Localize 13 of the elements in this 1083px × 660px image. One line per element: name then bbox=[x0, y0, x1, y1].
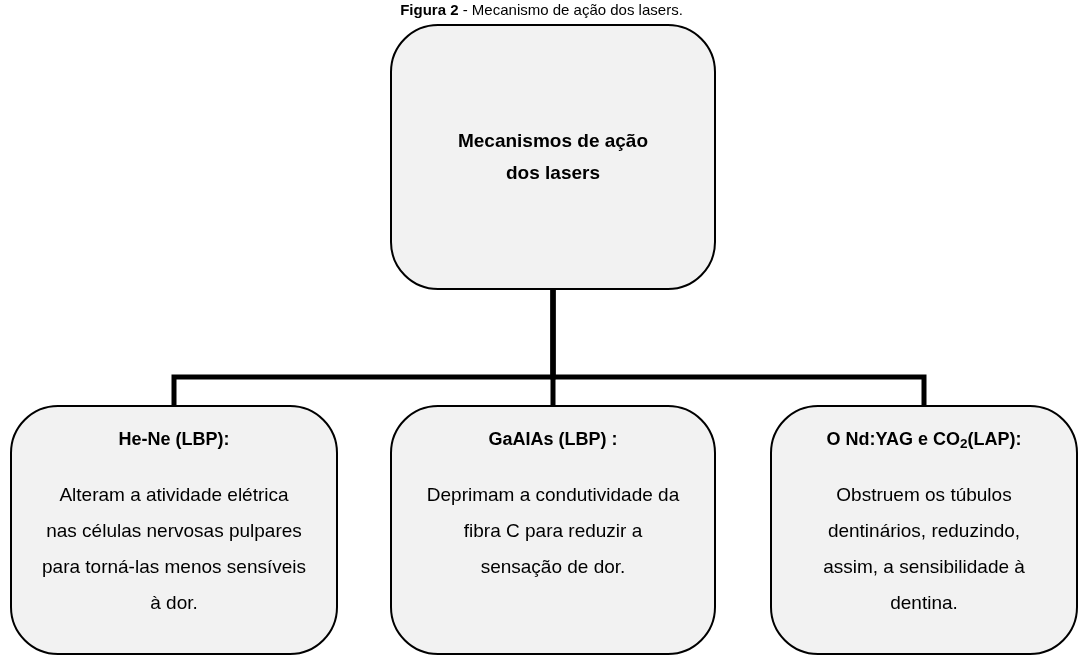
figure-title: Figura 2 - Mecanismo de ação dos lasers. bbox=[399, 1, 684, 19]
box-description: Obstruem os túbulos dentinários, reduzindo, assim, a sensibilidade à dentina. bbox=[822, 483, 1026, 615]
box-heading: Mecanismos de ação dos lasers bbox=[456, 129, 650, 185]
rounded-box bbox=[10, 405, 338, 655]
box-heading: He-Ne (LBP): bbox=[118, 428, 230, 451]
box-heading: GaAIAs (LBP) : bbox=[488, 428, 618, 451]
rounded-box bbox=[390, 24, 716, 290]
rounded-box bbox=[390, 405, 716, 655]
box-description: Alteram a atividade elétrica nas células nervosas pulpares para torná-las menos sensíveis à dor. bbox=[42, 483, 306, 615]
rounded-box bbox=[770, 405, 1078, 655]
box-description: Deprimam a condutividade da fibra C para reduzir a sensação de dor. bbox=[425, 483, 681, 579]
connector-line bbox=[550, 287, 927, 408]
box-heading: O Nd:YAG e CO$_{2}$(LAP): bbox=[826, 428, 1022, 451]
